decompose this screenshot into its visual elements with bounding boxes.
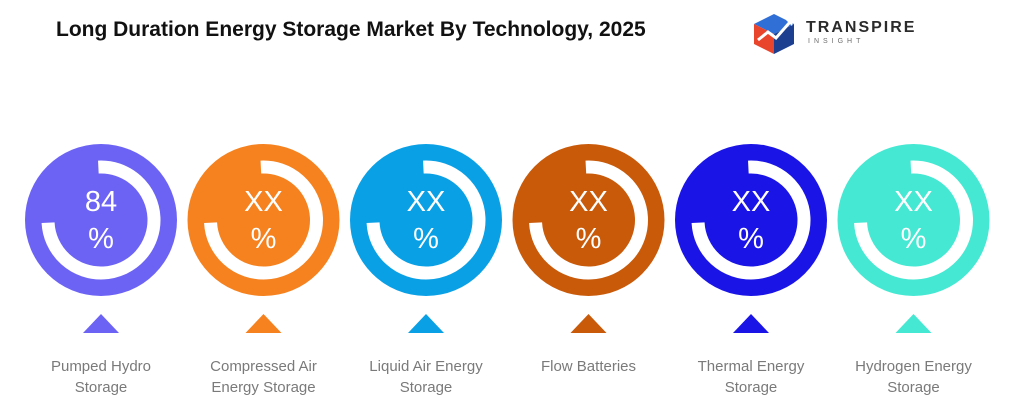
donut-value-label: 84 bbox=[85, 186, 117, 218]
category-label-line: Compressed Air bbox=[210, 358, 317, 375]
pointer-triangle bbox=[245, 314, 282, 333]
logo-mark-icon bbox=[754, 14, 794, 54]
category-label-line: Flow Batteries bbox=[540, 358, 637, 375]
donut-item: XX% bbox=[187, 144, 340, 333]
donut-ring-arc bbox=[204, 160, 323, 280]
transpire-logo: TRANSPIRE INSIGHT bbox=[750, 10, 940, 56]
pointer-triangle bbox=[570, 314, 607, 333]
donut-value-label: XX bbox=[732, 186, 771, 218]
logo-name: TRANSPIRE bbox=[806, 19, 917, 36]
donut-ring-arc bbox=[691, 160, 811, 280]
donut-value-label: XX bbox=[894, 186, 933, 218]
donut-item: 84% bbox=[25, 144, 177, 333]
donut-item: XX% bbox=[350, 144, 502, 333]
donut-unit-label: % bbox=[251, 223, 277, 255]
pointer-triangle bbox=[733, 314, 769, 333]
donut-ring-arc bbox=[529, 160, 648, 280]
pointer-triangle bbox=[895, 314, 932, 333]
donut-item: XX% bbox=[837, 144, 990, 333]
donut-unit-label: % bbox=[413, 223, 439, 255]
donut-ring-arc bbox=[366, 160, 486, 280]
chart-title: Long Duration Energy Storage Market By T… bbox=[56, 18, 646, 41]
category-label-line: Storage bbox=[887, 379, 940, 396]
donut-item: XX% bbox=[675, 144, 827, 333]
pointer-triangle bbox=[408, 314, 444, 333]
donut-value-label: XX bbox=[244, 186, 283, 218]
category-label-line: Thermal Energy bbox=[697, 358, 805, 375]
donut-unit-label: % bbox=[576, 223, 602, 255]
donut-value-label: XX bbox=[407, 186, 446, 218]
donut-unit-label: % bbox=[738, 223, 764, 255]
category-label-line: Energy Storage bbox=[211, 379, 316, 396]
category-label-line: Storage bbox=[74, 379, 128, 396]
category-label-line: Liquid Air Energy bbox=[369, 358, 483, 375]
donut-unit-label: % bbox=[901, 223, 927, 255]
category-label-line: Pumped Hydro bbox=[50, 358, 152, 375]
category-label-line: Storage bbox=[724, 379, 778, 396]
donut-item: XX% bbox=[512, 144, 665, 333]
donut-unit-label: % bbox=[88, 223, 114, 255]
donut-value-label: XX bbox=[569, 186, 608, 218]
donut-ring-arc bbox=[41, 160, 161, 280]
logo-subtitle: INSIGHT bbox=[808, 38, 865, 45]
donut-ring-arc bbox=[854, 160, 973, 280]
category-label: Flow Batteries bbox=[509, 356, 669, 377]
pointer-triangle bbox=[83, 314, 119, 333]
category-label-line: Hydrogen Energy bbox=[855, 358, 972, 375]
category-label-line: Storage bbox=[399, 379, 453, 396]
